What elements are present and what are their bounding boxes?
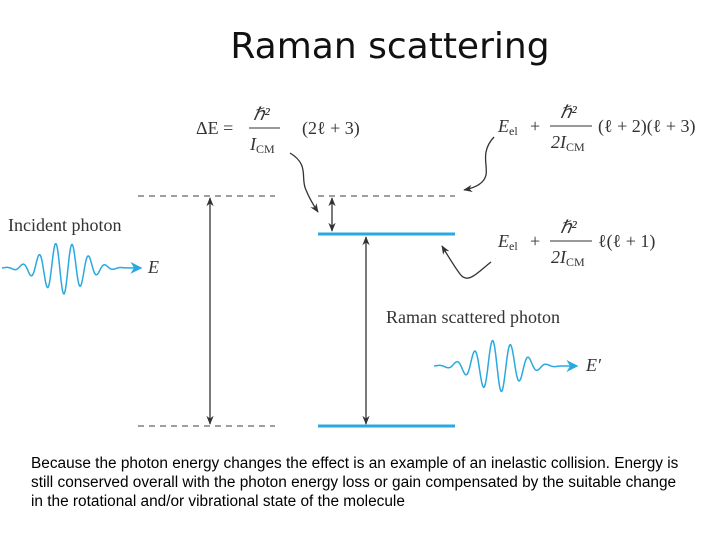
- pointer-upper-level: [463, 136, 495, 192]
- pointer-delta-e: [289, 152, 319, 213]
- lower-eq-factor: ℓ(ℓ + 1): [598, 231, 655, 252]
- lower-level-equation: Eel + ℏ² 2ICM ℓ(ℓ + 1): [497, 217, 655, 269]
- pointer-lower-level: [441, 245, 492, 279]
- delta-e-numerator: ℏ²: [253, 104, 270, 124]
- upper-eq-lhs: Eel: [497, 116, 518, 138]
- upper-eq-numerator: ℏ²: [560, 102, 577, 122]
- delta-e-equation: ΔE = ℏ² ICM (2ℓ + 3): [196, 104, 360, 156]
- raman-photon-label: Raman scattered photon: [386, 307, 560, 327]
- incident-energy-label: E: [147, 257, 159, 277]
- incident-photon-label: Incident photon: [8, 215, 121, 235]
- delta-e-lhs: ΔE =: [196, 118, 233, 138]
- lower-eq-denominator: 2ICM: [551, 247, 585, 269]
- slide-title: Raman scattering: [230, 26, 550, 67]
- scattered-energy-label: E′: [585, 355, 602, 375]
- scattered-photon-wave: [433, 339, 579, 393]
- upper-level-equation: Eel + ℏ² 2ICM (ℓ + 2)(ℓ + 3): [497, 102, 696, 154]
- lower-eq-lhs: Eel: [497, 231, 518, 253]
- lower-eq-numerator: ℏ²: [560, 217, 577, 237]
- incident-photon-wave: [1, 242, 143, 295]
- lower-eq-plus: +: [530, 231, 540, 251]
- upper-eq-denominator: 2ICM: [551, 132, 585, 154]
- caption-text: Because the photon energy changes the ef…: [31, 455, 679, 510]
- delta-e-denominator: ICM: [249, 134, 275, 156]
- upper-eq-plus: +: [530, 116, 540, 136]
- energy-level-diagram: Incident photon E Raman scattered photon…: [1, 102, 696, 428]
- upper-eq-factor: (ℓ + 2)(ℓ + 3): [598, 116, 696, 137]
- delta-e-factor: (2ℓ + 3): [302, 118, 360, 139]
